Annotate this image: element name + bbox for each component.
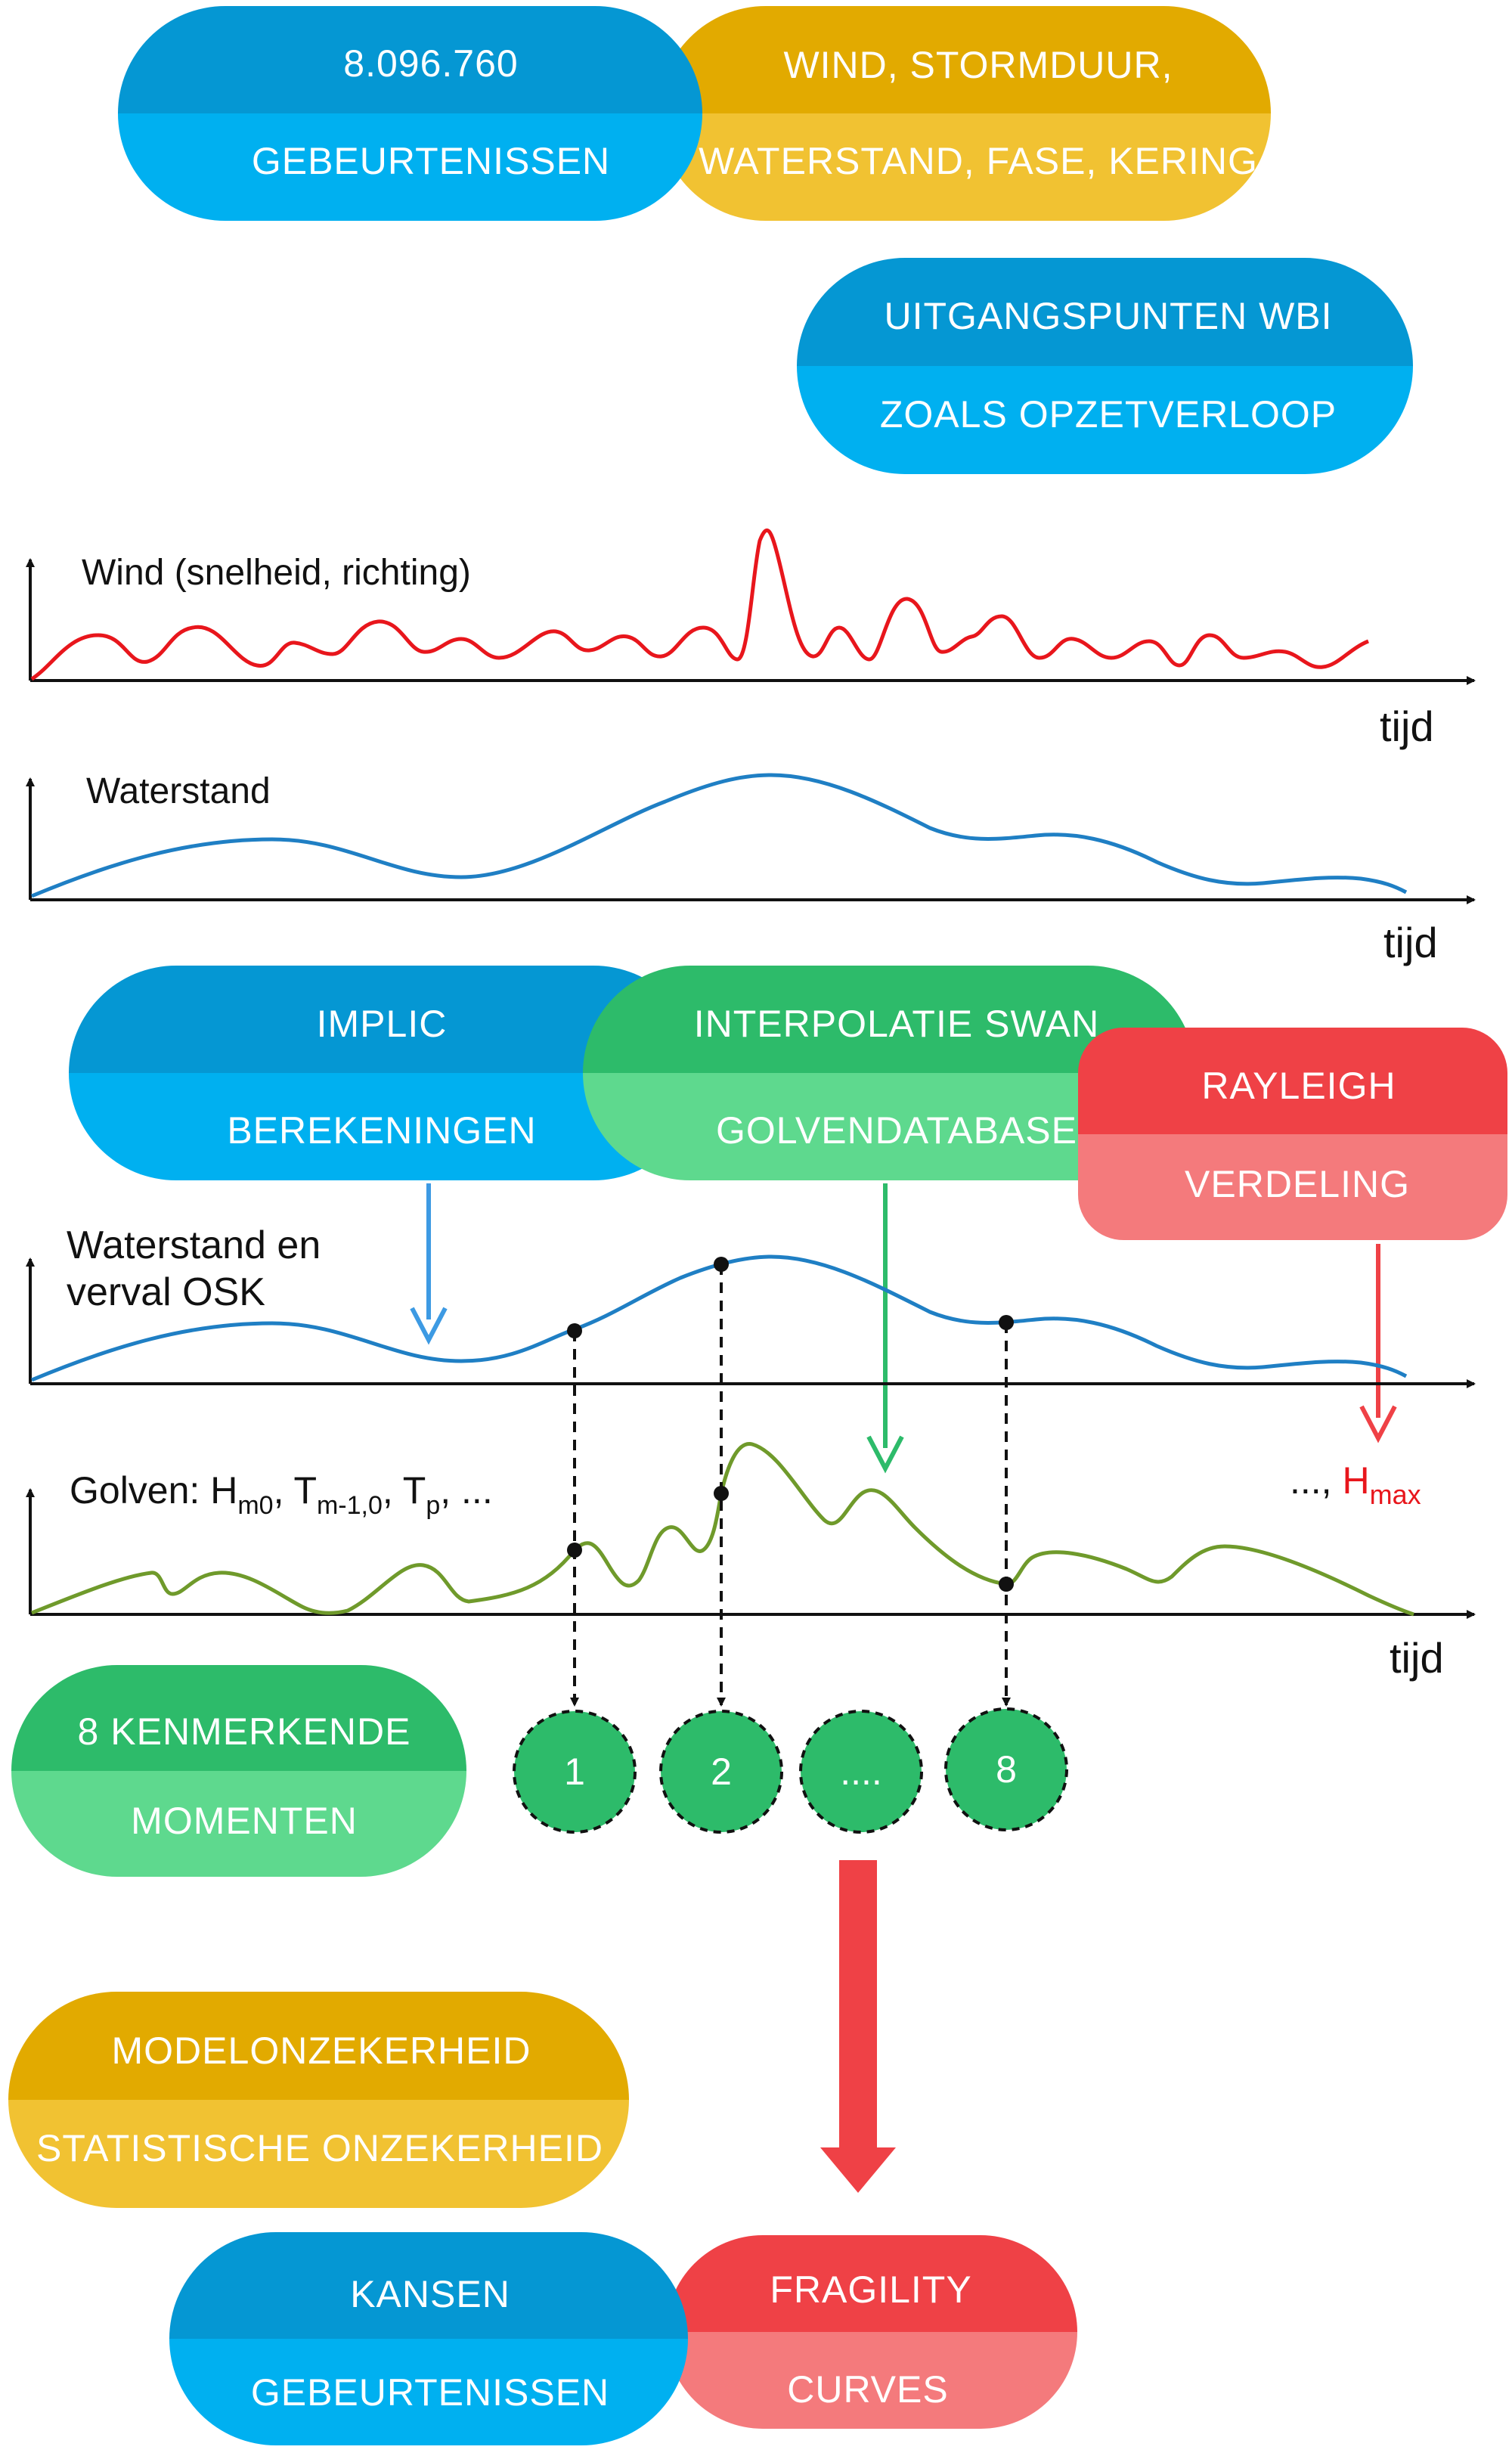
pill-rayleigh: RAYLEIGH VERDELING (1078, 1028, 1507, 1240)
pill-rayleigh-top-text: RAYLEIGH (1201, 1065, 1396, 1107)
pill-wbi-bottom (797, 366, 1413, 474)
pill-moments-top (11, 1665, 466, 1771)
moment-circle-8-text: 8 (996, 1748, 1017, 1791)
moment-circles: 1 2 .... 8 (513, 1707, 1068, 1834)
pill-events-count: 8.096.760 GEBEURTENISSEN (118, 6, 702, 221)
pill-onzekerheid: MODELONZEKERHEID STATISTISCHE ONZEKERHEI… (8, 1992, 629, 2208)
verval-series-line (31, 1254, 1408, 1382)
pill-wind-bottom (658, 113, 1271, 221)
pill-uncertainty-top-text: MODELONZEKERHEID (112, 2030, 531, 2072)
wind-label: Wind (snelheid, richting) (82, 553, 471, 593)
pill-uncertainty-bottom-text: STATISTISCHE ONZEKERHEID (36, 2127, 603, 2169)
hmax-label: ..., Hmax (1290, 1459, 1421, 1510)
pill-8-kenmerkende-momenten: 8 KENMERKENDE MOMENTEN (11, 1665, 466, 1877)
pill-moments-top-text: 8 KENMERKENDE (78, 1710, 411, 1753)
pill-moments-bottom (11, 1771, 466, 1877)
pill-wbi-top (797, 258, 1413, 366)
waterstand-time-label: tijd (1383, 919, 1438, 966)
moment-circle-1-text: 1 (564, 1750, 585, 1793)
pill-fragility-top-text: FRAGILITY (770, 2268, 971, 2311)
arrow-swan (866, 1183, 904, 1474)
arrow-implic (410, 1183, 448, 1345)
pill-events-bottom-text: GEBEURTENISSEN (252, 140, 610, 182)
pill-wind-top-text: WIND, STORMDUUR, (783, 44, 1173, 86)
pill-kansen-bottom (169, 2339, 688, 2445)
pill-implic-bottom-text: BEREKENINGEN (227, 1109, 536, 1152)
wind-time-label: tijd (1380, 702, 1434, 750)
pill-rayleigh-bottom-text: VERDELING (1185, 1163, 1410, 1205)
pill-fragility-top (666, 2235, 1077, 2332)
pill-kansen-gebeurtenissen: KANSEN GEBEURTENISSEN (169, 2232, 688, 2445)
moment-circle-8: 8 (944, 1707, 1068, 1831)
pill-implic-top (69, 966, 701, 1073)
big-red-arrow (820, 1860, 896, 2193)
pill-kansen-top-text: KANSEN (350, 2273, 510, 2315)
verval-label-line2: verval OSK (67, 1270, 265, 1314)
pill-implic-bottom (69, 1073, 701, 1180)
verval-plot: Waterstand en verval OSK (26, 1223, 1476, 1388)
pill-events-top (118, 6, 702, 113)
moment-circle-ellipsis: .... (799, 1710, 923, 1834)
pill-uncertainty-top (8, 1992, 629, 2100)
moment-circle-2-text: 2 (711, 1750, 732, 1793)
pill-kansen-bottom-text: GEBEURTENISSEN (251, 2371, 609, 2414)
pill-implic: IMPLIC BEREKENINGEN (69, 966, 701, 1180)
wind-plot: Wind (snelheid, richting) tijd (26, 528, 1476, 750)
pill-swan-top-text: INTERPOLATIE SWAN (694, 1003, 1100, 1045)
pill-kansen-top (169, 2232, 688, 2339)
golven-series-line (31, 1442, 1414, 1617)
pill-uitgangspunten-wbi: UITGANGSPUNTEN WBI ZOALS OPZETVERLOOP (797, 258, 1413, 474)
pill-wind-bottom-text: WATERSTAND, FASE, KERING (699, 140, 1258, 182)
waterstand-plot: Waterstand tijd (26, 771, 1476, 966)
pill-rayleigh-bottom-shape (1078, 1134, 1507, 1240)
pill-wind-top (658, 6, 1271, 113)
pill-moments-bottom-text: MOMENTEN (131, 1800, 358, 1842)
pill-interpolatie-swan: INTERPOLATIE SWAN GOLVENDATABASE (583, 966, 1195, 1180)
waterstand-series-line (31, 773, 1408, 898)
arrow-rayleigh (1359, 1244, 1397, 1443)
golven-point-2 (714, 1486, 729, 1501)
pill-fragility-bottom-text: CURVES (787, 2368, 948, 2411)
pill-swan-top (583, 966, 1195, 1073)
moment-circle-1: 1 (513, 1710, 637, 1834)
pill-swan-bottom (583, 1073, 1195, 1180)
pill-wind-stormduur: WIND, STORMDUUR, WATERSTAND, FASE, KERIN… (658, 6, 1271, 221)
golven-time-label: tijd (1390, 1634, 1444, 1682)
pill-wbi-top-text: UITGANGSPUNTEN WBI (884, 295, 1332, 337)
verval-label-line1: Waterstand en (67, 1223, 321, 1267)
waterstand-label: Waterstand (86, 771, 271, 811)
pill-rayleigh-top-shape (1078, 1028, 1507, 1134)
wind-series-line (30, 528, 1369, 681)
golven-plot: Golven: Hm0, Tm-1,0, Tp, ... ..., Hmax t… (26, 1442, 1476, 1682)
pill-implic-top-text: IMPLIC (317, 1003, 448, 1045)
pill-events-top-text: 8.096.760 (343, 42, 518, 85)
moment-circle-2: 2 (659, 1710, 783, 1834)
dashed-arrows (570, 1264, 1011, 1707)
pill-wbi-bottom-text: ZOALS OPZETVERLOOP (880, 393, 1337, 436)
pill-fragility-bottom (666, 2332, 1077, 2429)
golven-label: Golven: Hm0, Tm-1,0, Tp, ... (70, 1469, 493, 1520)
pill-fragility-curves: FRAGILITY CURVES (666, 2235, 1077, 2429)
pill-swan-bottom-text: GOLVENDATABASE (716, 1109, 1077, 1152)
pill-uncertainty-bottom (8, 2100, 629, 2208)
pill-events-bottom (118, 113, 702, 221)
moment-circle-ellipsis-text: .... (840, 1750, 882, 1793)
